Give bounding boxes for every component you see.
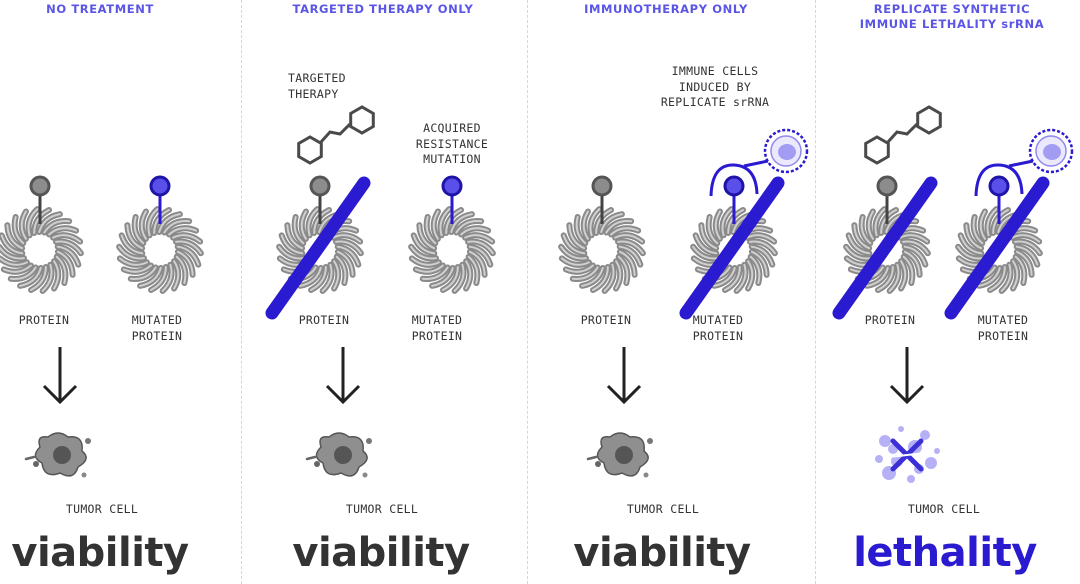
panel-synthetic-lethality: REPLICATE SYNTHETIC IMMUNE LETHALITY srR… xyxy=(815,0,1080,584)
protein-pin-icon xyxy=(309,175,331,224)
mutated-protein-pin-icon xyxy=(149,175,171,224)
down-arrow-icon xyxy=(325,347,361,405)
tumor-cell-icon xyxy=(24,432,91,478)
outcome-text: viability xyxy=(11,530,189,576)
protein-pin-icon xyxy=(591,175,613,224)
panel-title: REPLICATE SYNTHETIC IMMUNE LETHALITY srR… xyxy=(859,2,1045,31)
protein-pin-icon xyxy=(29,175,51,224)
mutated-protein-pin-icon xyxy=(441,175,463,224)
protein-label: PROTEIN xyxy=(864,313,916,327)
mutated-protein-label: MUTATED PROTEIN xyxy=(411,313,463,343)
panel-divider xyxy=(527,0,528,584)
immune-cells-label: IMMUNE CELLS INDUCED BY REPLICATE srRNA xyxy=(660,64,770,109)
immune-block-bar xyxy=(679,176,785,320)
mutated-protein-pin-icon xyxy=(723,175,745,224)
targeted-therapy-label: TARGETED THERAPY xyxy=(288,71,346,101)
tumor-cell-label: TUMOR CELL xyxy=(345,502,419,516)
panel-targeted-therapy: TARGETED THERAPY ONLY TARGETED THERAPY A… xyxy=(241,0,521,584)
immune-block-bar xyxy=(944,176,1050,320)
panel-title: NO TREATMENT xyxy=(46,2,154,16)
tumor-cell-icon xyxy=(586,432,653,478)
panel-no-treatment: NO TREATMENT PROTEIN MUTATED PROTEIN TUM… xyxy=(0,0,280,584)
tumor-cell-label: TUMOR CELL xyxy=(907,502,981,516)
resistance-mutation-label: ACQUIRED RESISTANCE MUTATION xyxy=(415,121,489,166)
panel-divider xyxy=(241,0,242,584)
protein-coil-icon xyxy=(558,206,646,294)
protein-coil-icon xyxy=(0,206,84,294)
panel-title: TARGETED THERAPY ONLY xyxy=(292,2,474,16)
panel-divider xyxy=(815,0,816,584)
immune-cell-icon xyxy=(974,128,1074,197)
protein-label: PROTEIN xyxy=(18,313,70,327)
protein-label: PROTEIN xyxy=(298,313,350,327)
protein-label: PROTEIN xyxy=(580,313,632,327)
tumor-cell-label: TUMOR CELL xyxy=(626,502,700,516)
panel-title: IMMUNOTHERAPY ONLY xyxy=(584,2,748,16)
immune-cell-icon xyxy=(709,128,809,197)
outcome-text: viability xyxy=(573,530,751,576)
dying-tumor-cell-icon xyxy=(875,426,940,483)
targeted-therapy-block-bar xyxy=(265,176,371,320)
targeted-therapy-block-bar xyxy=(832,176,938,320)
mutated-protein-label: MUTATED PROTEIN xyxy=(131,313,183,343)
panel-immunotherapy: IMMUNOTHERAPY ONLY IMMUNE CELLS INDUCED … xyxy=(527,0,809,584)
tumor-cell-icon xyxy=(305,432,372,478)
mutated-protein-label: MUTATED PROTEIN xyxy=(692,313,744,343)
targeted-therapy-molecule-icon xyxy=(864,105,942,165)
panel-graphic xyxy=(832,105,1074,483)
protein-pin-icon xyxy=(876,175,898,224)
protein-coil-icon xyxy=(843,206,931,294)
outcome-text: viability xyxy=(292,530,470,576)
panel-graphic xyxy=(0,175,204,478)
targeted-therapy-molecule-icon xyxy=(297,105,375,165)
down-arrow-icon xyxy=(889,347,925,405)
down-arrow-icon xyxy=(42,347,78,405)
mutated-protein-coil-icon xyxy=(116,206,204,294)
mutated-protein-label: MUTATED PROTEIN xyxy=(977,313,1029,343)
mutated-protein-pin-icon xyxy=(988,175,1010,224)
down-arrow-icon xyxy=(606,347,642,405)
panel-graphic xyxy=(558,128,809,478)
panel-graphic xyxy=(265,105,496,478)
mutated-protein-coil-icon xyxy=(408,206,496,294)
tumor-cell-label: TUMOR CELL xyxy=(65,502,139,516)
outcome-text: lethality xyxy=(853,530,1037,576)
